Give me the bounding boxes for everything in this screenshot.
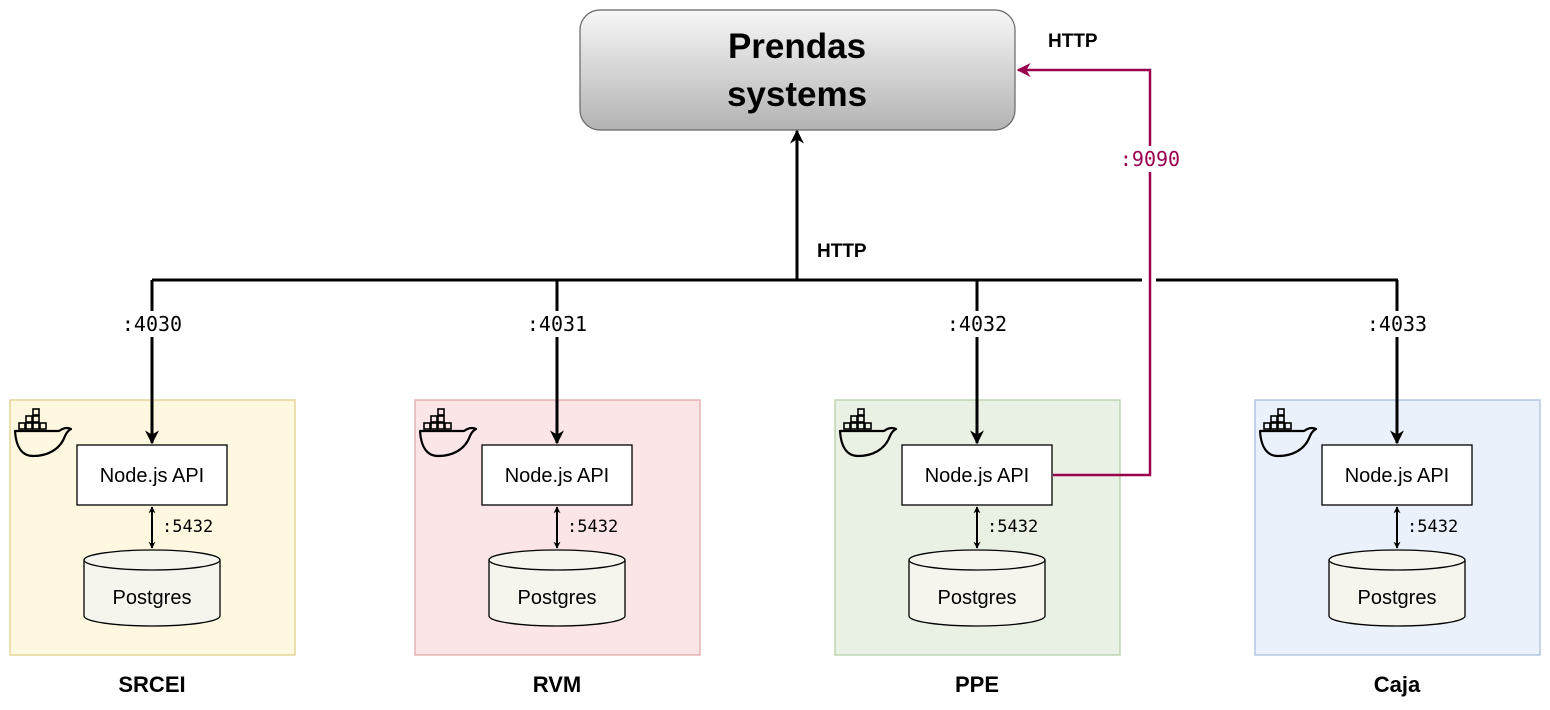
caja-port-label: :4033 [1367, 312, 1427, 336]
docker-icon [13, 408, 73, 458]
ppe-api-box [901, 444, 1053, 506]
srcei-api-box [76, 444, 228, 506]
direct-port-label: :9090 [1120, 147, 1180, 171]
rvm-postgres-db [488, 549, 626, 627]
caja-port-label-bg [1359, 311, 1435, 337]
caja-postgres-db [1328, 549, 1466, 627]
caja-db-label: Postgres [1358, 587, 1437, 609]
ppe-db-port-label: :5432 [987, 517, 1038, 537]
direct-port-label-bg [1114, 146, 1188, 172]
prendas-systems-title-line1: Prendas [728, 27, 866, 66]
http-bus [152, 129, 1398, 282]
ppe-db-label: Postgres [938, 587, 1017, 609]
prendas-systems-title-line2: systems [727, 75, 867, 114]
rvm-db-label: Postgres [518, 587, 597, 609]
srcei-postgres-db [83, 549, 221, 627]
ppe-postgres-db [908, 549, 1046, 627]
rvm-port-label: :4031 [527, 312, 587, 336]
srcei-db-label: Postgres [113, 587, 192, 609]
rvm-api-label: Node.js API [505, 465, 610, 487]
prendas-systems-node: Prendas systems [579, 9, 1016, 131]
ppe-service-name: PPE [955, 672, 999, 697]
direct-protocol-label: HTTP [1048, 31, 1098, 52]
srcei-port-label-bg [114, 311, 190, 337]
rvm-port-label-bg [519, 311, 595, 337]
ppe-direct-link: :9090 HTTP [1016, 31, 1188, 477]
srcei-db-port-label: :5432 [162, 517, 213, 537]
rvm-db-port-label: :5432 [567, 517, 618, 537]
bus-protocol-label: HTTP [817, 241, 867, 262]
srcei-api-label: Node.js API [100, 465, 205, 487]
rvm-service-name: RVM [533, 672, 582, 697]
rvm-api-box [481, 444, 633, 506]
ppe-api-label: Node.js API [925, 465, 1030, 487]
ppe-direct-connector [1016, 63, 1152, 477]
ppe-port-label: :4032 [947, 312, 1007, 336]
ppe-port-label-bg [939, 311, 1015, 337]
caja-service-name: Caja [1374, 672, 1421, 697]
srcei-port-label: :4030 [122, 312, 182, 336]
docker-icon [418, 408, 478, 458]
caja-db-port-label: :5432 [1407, 517, 1458, 537]
caja-api-label: Node.js API [1345, 465, 1450, 487]
caja-api-box [1321, 444, 1473, 506]
docker-icon [838, 408, 898, 458]
srcei-service-name: SRCEI [118, 672, 185, 697]
docker-icon [1258, 408, 1318, 458]
